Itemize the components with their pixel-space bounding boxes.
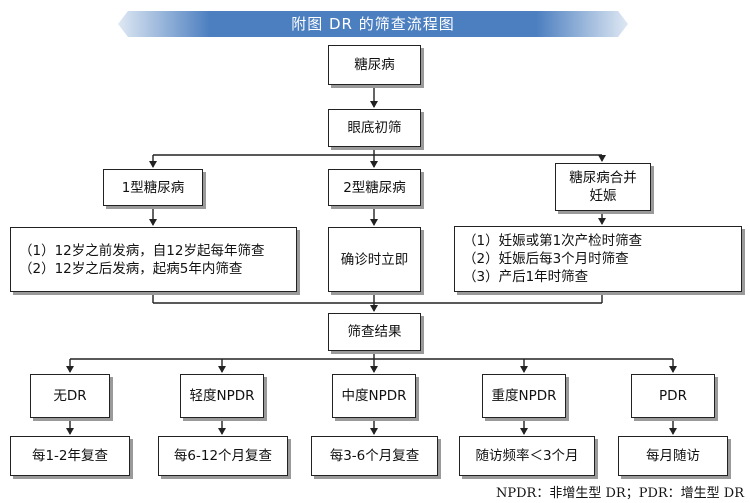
node-result: 筛查结果 — [328, 313, 421, 351]
node-type1-rules: （1）12岁之前发病，自12岁起每年筛查 （2）12岁之后发病，起病5年内筛查 — [10, 227, 297, 292]
node-result-label: 筛查结果 — [347, 324, 402, 340]
followup-moderate-npdr-label: 每3-6个月复查 — [329, 448, 420, 464]
node-type2-rule: 确诊时立即 — [328, 227, 421, 292]
node-initial-screen: 眼底初筛 — [328, 109, 421, 147]
pregnancy-rule-2: （2）妊娠后每3个月时筛查 — [463, 251, 629, 267]
followup-severe-npdr: 随访频率＜3个月 — [459, 436, 595, 476]
followup-no-dr: 每1-2年复查 — [10, 436, 130, 476]
pregnancy-rule-3: （3）产后1年时筛查 — [463, 269, 589, 285]
node-pregnancy-line1: 糖尿病合并 — [569, 170, 637, 186]
followup-mild-npdr: 每6-12个月复查 — [158, 436, 288, 476]
grade-moderate-npdr: 中度NPDR — [332, 374, 416, 418]
diagram-title: 附图 DR 的筛查流程图 — [291, 15, 455, 33]
grade-mild-npdr-label: 轻度NPDR — [189, 388, 255, 404]
type1-rule-2: （2）12岁之后发病，起病5年内筛查 — [19, 260, 243, 277]
grade-pdr-label: PDR — [659, 388, 687, 404]
node-type1: 1型糖尿病 — [103, 169, 203, 206]
pregnancy-rule-1: （1）妊娠或第1次产检时筛查 — [463, 233, 643, 249]
node-type1-label: 1型糖尿病 — [121, 179, 185, 196]
node-type2-label: 2型糖尿病 — [343, 179, 406, 196]
title-banner-shape — [118, 11, 628, 37]
node-type2: 2型糖尿病 — [328, 169, 421, 206]
grade-severe-npdr: 重度NPDR — [482, 374, 566, 418]
type2-rule-label: 确诊时立即 — [340, 251, 409, 268]
followup-moderate-npdr: 每3-6个月复查 — [311, 436, 438, 476]
grade-moderate-npdr-label: 中度NPDR — [341, 388, 407, 404]
footnote: NPDR：非增生型 DR；PDR：增生型 DR — [496, 486, 744, 501]
grade-no-dr: 无DR — [30, 374, 110, 418]
node-initial-screen-label: 眼底初筛 — [347, 120, 402, 136]
grade-mild-npdr: 轻度NPDR — [180, 374, 264, 418]
followup-severe-npdr-label: 随访频率＜3个月 — [475, 448, 579, 464]
node-pregnancy-line2: 妊娠 — [589, 188, 617, 204]
grade-pdr: PDR — [631, 374, 715, 418]
followup-no-dr-label: 每1-2年复查 — [31, 448, 109, 464]
grade-no-dr-label: 无DR — [53, 388, 87, 404]
followup-pdr: 每月随访 — [618, 436, 728, 476]
title-banner: 附图 DR 的筛查流程图 — [118, 11, 628, 37]
type1-rule-1: （1）12岁之前发病，自12岁起每年筛查 — [19, 242, 265, 259]
followup-pdr-label: 每月随访 — [646, 448, 700, 464]
node-pregnancy-rules: （1）妊娠或第1次产检时筛查 （2）妊娠后每3个月时筛查 （3）产后1年时筛查 — [454, 226, 742, 292]
grade-severe-npdr-label: 重度NPDR — [491, 388, 557, 404]
node-pregnancy: 糖尿病合并 妊娠 — [555, 163, 651, 211]
node-diabetes: 糖尿病 — [328, 45, 421, 85]
followup-mild-npdr-label: 每6-12个月复查 — [173, 448, 273, 464]
node-diabetes-label: 糖尿病 — [354, 57, 395, 73]
